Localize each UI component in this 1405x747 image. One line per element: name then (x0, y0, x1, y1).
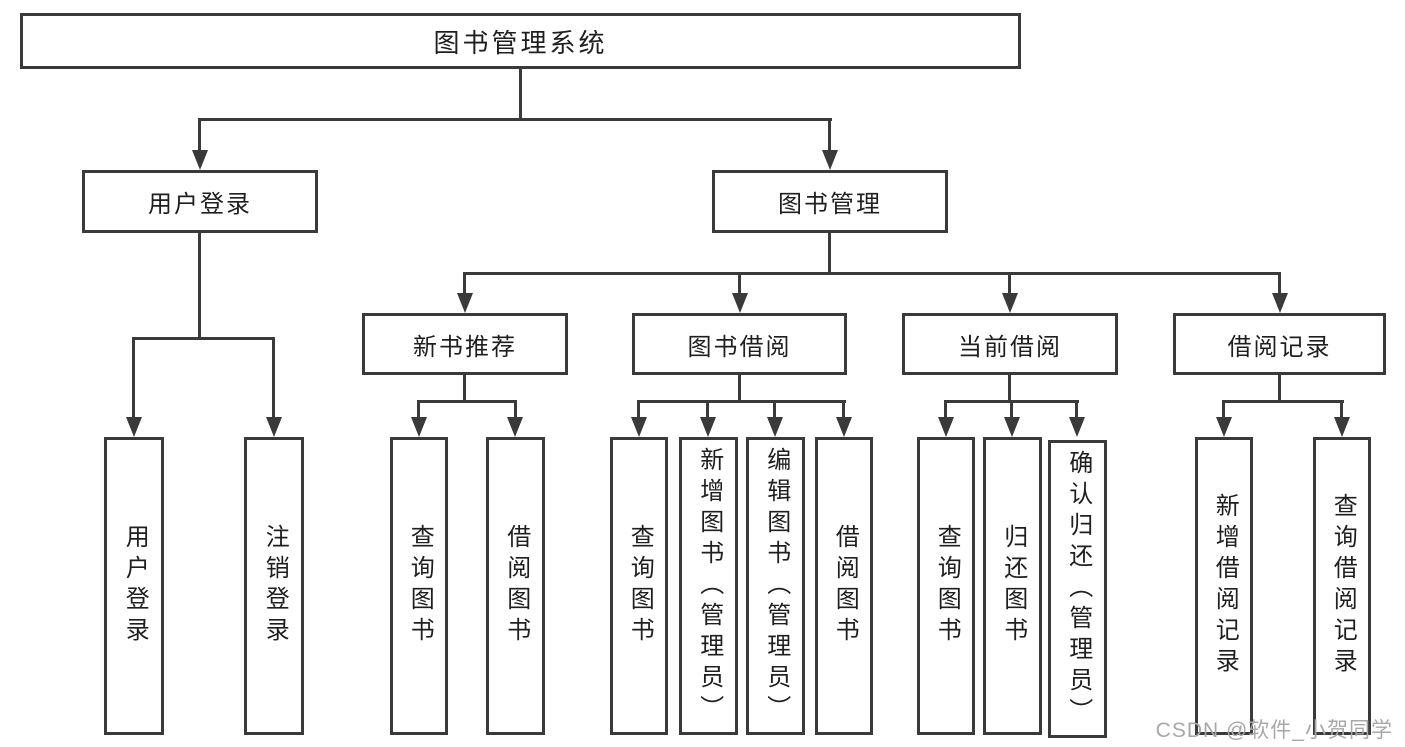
leaf-logout-label: 注销登录 (261, 524, 289, 648)
arrowhead-icon (767, 417, 783, 437)
arrowhead-icon (1334, 417, 1350, 437)
leaf-borrow-books-recommend: 借阅图书 (486, 437, 545, 735)
node-root: 图书管理系统 (20, 13, 1021, 69)
arrowhead-icon (1002, 293, 1018, 313)
arrowhead-icon (411, 417, 427, 437)
node-book-borrowing-label: 图书借阅 (687, 333, 792, 361)
node-user-login: 用户登录 (82, 170, 318, 233)
connector (842, 400, 845, 418)
leaf-query-books-recommend-label: 查询图书 (406, 524, 434, 648)
connector (132, 337, 135, 419)
node-root-label: 图书管理系统 (433, 27, 608, 58)
leaf-add-books-admin: 新增图书（管理员） (679, 437, 738, 735)
leaf-return-books: 归还图书 (983, 437, 1042, 735)
leaf-query-books-current: 查询图书 (917, 437, 975, 735)
leaf-query-books-borrowing-label: 查询图书 (626, 524, 654, 648)
arrowhead-icon (507, 417, 523, 437)
leaf-query-books-borrowing: 查询图书 (610, 437, 668, 735)
leaf-confirm-return-admin: 确认归还（管理员） (1048, 440, 1107, 738)
connector (828, 233, 831, 272)
connector (1008, 375, 1011, 400)
leaf-query-borrow-record-label: 查询借阅记录 (1329, 493, 1357, 679)
leaf-borrow-books-recommend-label: 借阅图书 (502, 524, 530, 648)
connector (738, 272, 741, 295)
connector (198, 118, 832, 121)
leaf-edit-books-admin-label: 编辑图书（管理员） (762, 446, 790, 726)
connector (738, 375, 741, 400)
connector (514, 400, 517, 418)
connector (706, 400, 709, 418)
leaf-borrow-books-borrowing-label: 借阅图书 (831, 524, 859, 648)
arrowhead-icon (126, 417, 142, 437)
connector (773, 400, 776, 418)
connector (1008, 272, 1011, 295)
leaf-confirm-return-admin-label: 确认归还（管理员） (1064, 449, 1092, 729)
leaf-borrow-books-borrowing: 借阅图书 (815, 437, 873, 735)
arrowhead-icon (836, 417, 852, 437)
leaf-query-borrow-record: 查询借阅记录 (1313, 437, 1371, 735)
leaf-return-books-label: 归还图书 (999, 524, 1027, 648)
arrowhead-icon (1004, 417, 1020, 437)
connector (1075, 400, 1078, 418)
arrowhead-icon (822, 150, 838, 170)
node-book-borrowing: 图书借阅 (632, 313, 847, 375)
leaf-logout: 注销登录 (244, 437, 304, 735)
arrowhead-icon (1069, 417, 1085, 437)
connector (1278, 272, 1281, 295)
connector (272, 337, 275, 419)
connector (463, 272, 1281, 275)
arrowhead-icon (1216, 417, 1232, 437)
connector (1222, 400, 1344, 403)
leaf-query-books-recommend: 查询图书 (390, 437, 448, 735)
connector (1278, 375, 1281, 400)
node-borrowing-records: 借阅记录 (1173, 313, 1386, 375)
arrowhead-icon (192, 150, 208, 170)
arrowhead-icon (732, 293, 748, 313)
node-borrowing-records-label: 借阅记录 (1227, 333, 1332, 361)
node-new-book-recommendation: 新书推荐 (362, 313, 568, 375)
connector (828, 118, 831, 152)
node-new-book-recommendation-label: 新书推荐 (413, 333, 517, 361)
connector (417, 400, 517, 403)
connector (519, 69, 522, 118)
connector (1010, 400, 1013, 418)
connector (198, 233, 201, 337)
connector (1222, 400, 1225, 418)
leaf-user-login-label: 用户登录 (121, 524, 149, 648)
leaf-add-books-admin-label: 新增图书（管理员） (695, 446, 723, 726)
connector (463, 272, 466, 295)
node-book-management-label: 图书管理 (778, 191, 882, 218)
connector (637, 400, 846, 403)
connector (417, 400, 420, 418)
leaf-edit-books-admin: 编辑图书（管理员） (746, 437, 805, 735)
csdn-watermark: CSDN @软件_小贺同学 (1155, 719, 1393, 742)
node-book-management: 图书管理 (712, 170, 948, 233)
connector (198, 118, 201, 152)
node-current-borrowing: 当前借阅 (902, 313, 1118, 375)
arrowhead-icon (457, 293, 473, 313)
arrowhead-icon (1272, 293, 1288, 313)
leaf-add-borrow-record: 新增借阅记录 (1195, 437, 1253, 735)
arrowhead-icon (266, 417, 282, 437)
arrowhead-icon (631, 417, 647, 437)
connector (637, 400, 640, 418)
connector (1340, 400, 1343, 418)
node-user-login-label: 用户登录 (148, 191, 252, 218)
arrowhead-icon (700, 417, 716, 437)
leaf-user-login: 用户登录 (104, 437, 164, 735)
leaf-query-books-current-label: 查询图书 (933, 524, 961, 648)
connector (463, 375, 466, 400)
connector (944, 400, 947, 418)
connector (132, 337, 275, 340)
arrowhead-icon (938, 417, 954, 437)
node-current-borrowing-label: 当前借阅 (958, 333, 1062, 361)
leaf-add-borrow-record-label: 新增借阅记录 (1211, 493, 1239, 679)
